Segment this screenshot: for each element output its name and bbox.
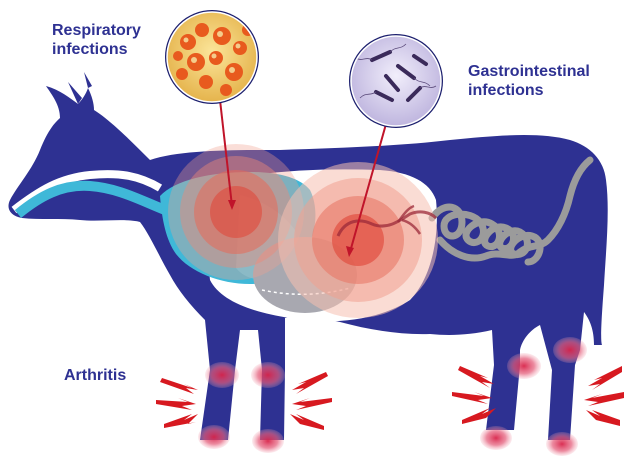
joint-front-right-upper (251, 362, 285, 388)
joint-rear-right-lower (546, 432, 578, 456)
pain-bolt-icon (458, 366, 494, 388)
pain-bolt-icon (292, 372, 328, 394)
pain-bolt-icon (160, 378, 198, 394)
joint-glows (198, 337, 587, 456)
rod-bacteria-micrograph-icon (344, 29, 448, 133)
pain-bolt-icon (292, 398, 332, 410)
joint-front-left-lower (198, 425, 230, 449)
bacteria-micrograph-icon (160, 5, 264, 109)
joint-front-right-lower (252, 429, 284, 453)
pain-bolt-icon (584, 392, 624, 406)
gastrointestinal-glow (278, 162, 438, 318)
pain-bolt-icon (588, 366, 622, 390)
joint-rear-left-lower (480, 426, 512, 450)
joint-front-left-upper (205, 362, 239, 388)
pain-bolt-icon (586, 410, 620, 426)
pain-bolt-icon (452, 392, 492, 404)
pain-bolt-icon (164, 414, 198, 428)
gastrointestinal-infections-label: Gastrointestinal infections (468, 62, 590, 100)
respiratory-infections-label: Respiratory infections (52, 21, 141, 59)
pain-bolt-icon (290, 414, 324, 430)
pain-bolt-icon (156, 398, 196, 410)
joint-rear-left-upper (507, 353, 541, 379)
arthritis-label: Arthritis (64, 366, 126, 385)
joint-rear-right-upper (553, 337, 587, 363)
